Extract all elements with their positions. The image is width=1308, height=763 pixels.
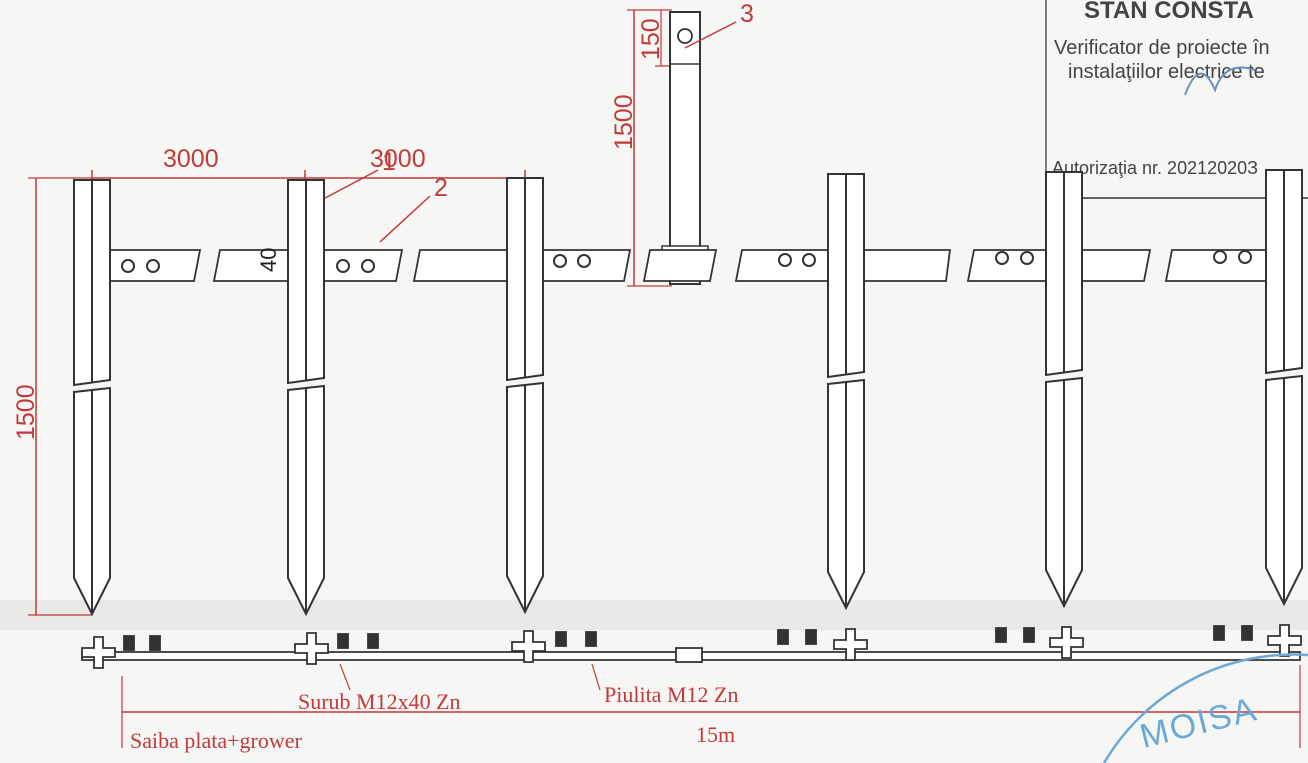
seal-text: MOISA [1136, 690, 1261, 756]
rod-5 [1045, 171, 1083, 609]
rod-1 [73, 179, 111, 617]
plan-annotations: Surub M12x40 Zn Piulita M12 Zn Saiba pla… [121, 663, 1301, 753]
connector-piece [661, 11, 709, 285]
bolt-hole-icon [995, 251, 1009, 265]
grounding-rods [73, 169, 1303, 617]
bolt-hole-icon [778, 253, 792, 267]
ground-line [0, 600, 1308, 630]
callout-1: 1 [382, 148, 396, 176]
total-length: 15m [696, 722, 735, 747]
nut-label: Piulita M12 Zn [604, 682, 738, 707]
bolt-hole-icon [121, 259, 135, 273]
flat-strip [107, 249, 1267, 282]
bolt-label: Surub M12x40 Zn [298, 689, 461, 714]
stamp-line-3: Autorizaţia nr. 20212020З [1052, 158, 1258, 178]
connector-hole-icon [677, 28, 693, 44]
rod-4 [827, 173, 865, 611]
connector-top-text: 150 [637, 18, 665, 60]
span-dimension-2: 3000 [370, 145, 426, 173]
bolt-hole-icon [553, 254, 567, 268]
washer-label: Saiba plata+grower [130, 728, 303, 753]
seal: MOISA [1102, 653, 1308, 763]
bolt-hole-icon [336, 259, 350, 273]
callout-3: 3 [740, 0, 754, 28]
callout-2: 2 [434, 174, 448, 202]
connector-dimension: 1500 150 [610, 9, 672, 287]
bolt-hole-icon [1213, 250, 1227, 264]
plate-mark: 40 [256, 248, 281, 272]
stamp-name: STAN CONSTA [1084, 0, 1254, 24]
span-dimension-1: 3000 [163, 145, 219, 173]
connector-height-text: 1500 [610, 94, 638, 150]
bolt-hole-icon [146, 259, 160, 273]
rod-height-dimension: 1500 [12, 177, 92, 616]
signature-mark [1184, 66, 1256, 96]
bolt-icon [123, 625, 1253, 651]
bolt-hole-icon [577, 254, 591, 268]
bolt-hole-icon [1020, 251, 1034, 265]
top-dimensions: 3000 3000 [91, 145, 526, 186]
bolt-hole-icon [802, 253, 816, 267]
strip-joint [675, 647, 703, 663]
callouts: 1 2 3 [311, 0, 754, 243]
cross-icon [81, 624, 1302, 669]
stamp-line-2: instalaţiilor electrice te [1068, 61, 1265, 83]
rod-height-text: 1500 [12, 384, 40, 440]
bolt-hole-icon [361, 259, 375, 273]
plan-view [81, 624, 1302, 669]
rod-3 [506, 177, 544, 615]
strip-bolt-holes [121, 250, 1252, 273]
rod-6 [1265, 169, 1303, 607]
bolt-hole-icon [1238, 250, 1252, 264]
verifier-stamp: STAN CONSTA Verificator de proiecte în i… [1045, 0, 1308, 199]
rod-2 [287, 179, 325, 617]
stamp-line-1: Verificator de proiecte în [1054, 37, 1270, 59]
